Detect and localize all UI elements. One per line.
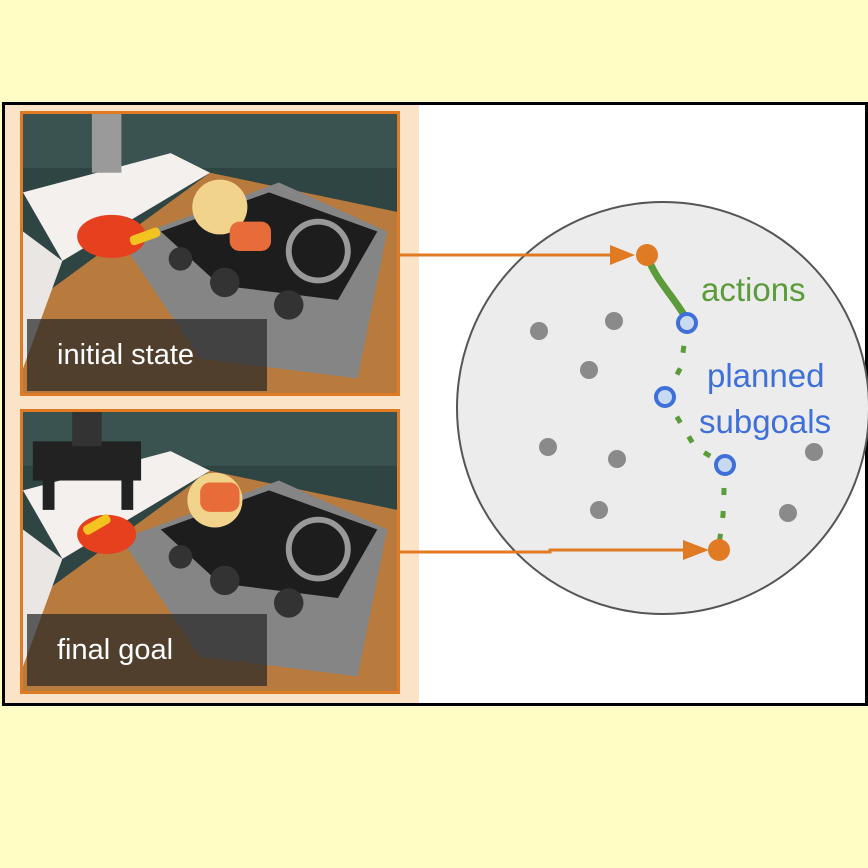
figure-panel: initial state final goal xyxy=(2,102,868,706)
latent-state-point xyxy=(590,501,608,519)
latent-state-point xyxy=(605,312,623,330)
subgoal-point xyxy=(714,454,736,476)
final-goal-image: final goal xyxy=(20,409,400,694)
subgoals-label-line2: subgoals xyxy=(699,403,831,440)
initial-arrow xyxy=(400,245,635,265)
planned-path xyxy=(662,322,728,546)
subgoals-label-line1: planned xyxy=(707,357,824,394)
latent-state-point xyxy=(608,450,626,468)
initial-state-caption: initial state xyxy=(27,319,267,391)
latent-state-point xyxy=(580,361,598,379)
latent-state-point xyxy=(539,438,557,456)
latent-space-diagram: actions planned subgoals xyxy=(400,201,868,615)
latent-state-point xyxy=(530,322,548,340)
final-goal-caption: final goal xyxy=(27,614,267,686)
goal-point xyxy=(708,539,730,561)
start-point xyxy=(636,244,658,266)
initial-state-image: initial state xyxy=(20,111,400,396)
latent-state-point xyxy=(779,504,797,522)
latent-state-point xyxy=(805,443,823,461)
latent-states xyxy=(530,312,823,522)
kitchen-scene-initial xyxy=(23,114,397,393)
subgoals xyxy=(654,312,736,476)
subgoal-point xyxy=(654,386,676,408)
goal-arrow xyxy=(400,540,709,560)
actions-label: actions xyxy=(701,271,806,308)
subgoal-point xyxy=(676,312,698,334)
latent-space-circle xyxy=(456,201,868,615)
